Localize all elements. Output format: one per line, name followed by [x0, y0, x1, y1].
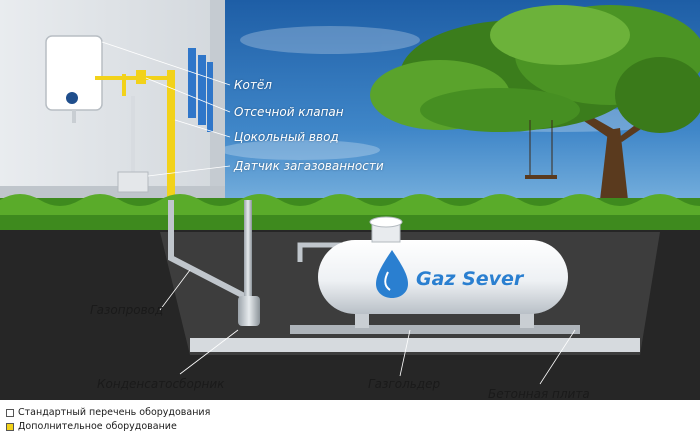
label-boiler: Котёл	[234, 78, 272, 92]
legend-additional: Дополнительное оборудование	[6, 421, 177, 432]
shutoff-valve	[95, 70, 171, 96]
label-concrete-slab: Бетонная плита	[488, 387, 590, 401]
gas-holder	[318, 216, 568, 328]
concrete-slab	[190, 338, 640, 352]
house	[0, 0, 225, 200]
brand-text: Gaz Sever	[416, 268, 524, 290]
legend-swatch-white	[6, 408, 14, 417]
legend-additional-label: Дополнительное оборудование	[18, 421, 177, 432]
swing	[525, 120, 557, 179]
tree	[370, 5, 700, 200]
pointer-lines	[101, 41, 231, 177]
gas-sensor	[117, 96, 149, 193]
label-shutoff-valve: Отсечной клапан	[234, 105, 344, 119]
legend-standard-label: Стандартный перечень оборудования	[18, 407, 211, 418]
label-condensate-collector: Конденсатосборник	[97, 377, 225, 391]
plinth-inlet	[167, 70, 175, 202]
label-gas-sensor: Датчик загазованности	[234, 159, 384, 173]
legend-swatch-yellow	[6, 422, 14, 431]
label-gas-pipeline: Газопровод	[90, 303, 164, 317]
legend-standard: Стандартный перечень оборудования	[6, 407, 210, 418]
condensate-collector	[238, 200, 260, 326]
label-gas-holder: Газгольдер	[368, 377, 441, 391]
boiler	[45, 35, 103, 123]
label-plinth-inlet: Цокольный ввод	[234, 130, 339, 144]
